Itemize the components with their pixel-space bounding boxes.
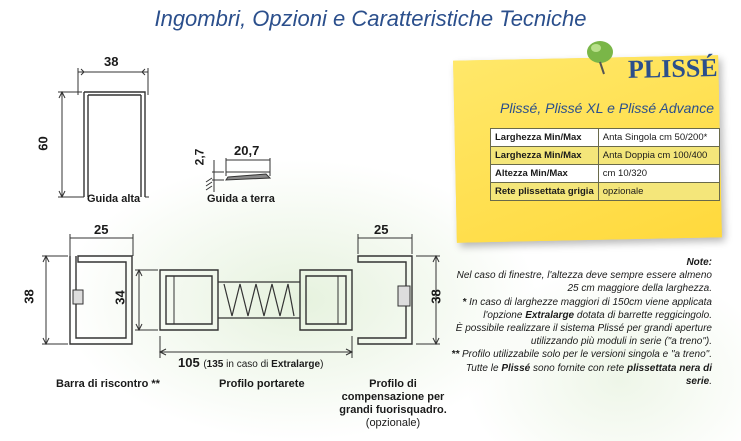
brand-logo: PLISSÉ (627, 53, 718, 84)
notes-block: Note: Nel caso di finestre, l'altezza de… (450, 256, 712, 388)
barra-riscontro-label: Barra di riscontro ** (56, 378, 160, 390)
note-4: ** Profilo utilizzabile solo per le vers… (451, 349, 712, 361)
pushpin-icon (587, 41, 613, 75)
note-3: È possibile realizzare il sistema Plissé… (455, 323, 712, 348)
card-subtitle: Plissé, Plissé XL e Plissé Advance (500, 100, 714, 116)
profilo-portarete-drawing (135, 268, 354, 358)
notes-heading: Note: (686, 257, 712, 268)
profilo-compensazione-label: Profilo di compensazione per grandi fuor… (339, 378, 447, 429)
guida-terra-drawing (205, 158, 272, 192)
profilo-compensazione-height: 38 (428, 289, 444, 304)
guida-terra-width: 20,7 (234, 143, 260, 158)
profilo-portarete-width: 105 (135 in caso di Extralarge) (178, 355, 324, 370)
note-1: Nel caso di finestre, l'altezza deve sem… (456, 270, 712, 295)
barra-riscontro-width: 25 (94, 222, 109, 237)
barra-riscontro-height: 38 (21, 289, 37, 304)
guida-terra-label: Guida a terra (207, 193, 275, 205)
note-5: Tutte le Plissé sono fornite con rete pl… (465, 362, 712, 387)
guida-alta-drawing (58, 68, 149, 199)
profilo-compensazione-drawing (357, 234, 440, 346)
guida-alta-width: 38 (104, 54, 119, 69)
profilo-portarete-height: 34 (112, 290, 128, 305)
barra-riscontro-drawing (42, 234, 134, 346)
profilo-compensazione-width: 25 (374, 222, 389, 237)
guida-alta-label: Guida alta (87, 193, 141, 205)
guida-alta-height: 60 (35, 136, 51, 151)
profilo-portarete-label: Profilo portarete (219, 378, 305, 390)
guida-terra-height: 2,7 (192, 148, 207, 166)
page-title: Ingombri, Opzioni e Caratteristiche Tecn… (154, 6, 587, 31)
note-2: * In caso di larghezze maggiori di 150cm… (462, 296, 712, 321)
